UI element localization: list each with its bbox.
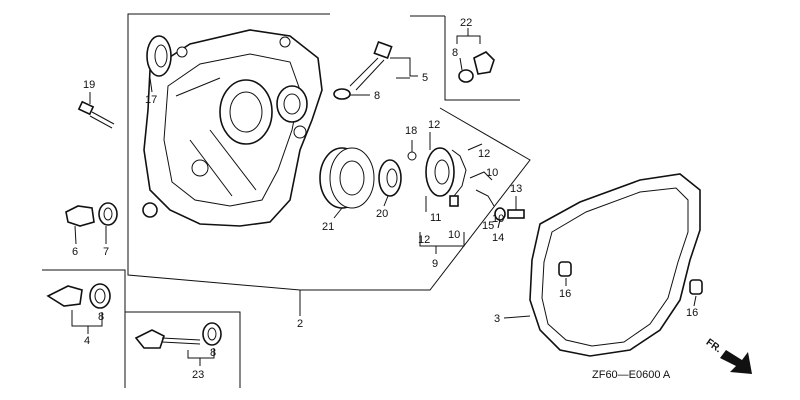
callout-22: 22 [460, 17, 472, 29]
forward-direction-arrow [720, 350, 752, 374]
callout-15: 15 [482, 220, 494, 232]
callout-8-drain: 8 [452, 47, 458, 59]
crankcase-cover [142, 29, 323, 227]
callout-23: 23 [192, 369, 204, 381]
oil-plug-box-frame [410, 15, 520, 101]
callout-7: 7 [103, 246, 109, 258]
callout-8-filler: 8 [374, 90, 380, 102]
dipstick-23 [134, 322, 222, 349]
callout-11: 11 [430, 212, 441, 224]
callout-8-cap: 8 [98, 311, 104, 323]
callout-10-lower: 10 [448, 229, 460, 241]
callout-12-right: 12 [478, 148, 490, 160]
callout-9: 9 [432, 258, 438, 270]
callout-20: 20 [376, 208, 388, 220]
drain-plug-22 [458, 51, 495, 83]
oil-filler-cap-5 [333, 40, 393, 100]
governor-assembly-9 [407, 132, 495, 212]
oil-filler-cap-4 [46, 283, 111, 309]
bolt-19 [77, 100, 115, 129]
callout-3: 3 [494, 313, 500, 325]
callout-10-middle: 10 [492, 213, 504, 225]
callout-16-right: 16 [686, 307, 698, 319]
callout-10-upper: 10 [486, 167, 498, 179]
pin-13 [507, 200, 525, 219]
bearing-20 [378, 159, 402, 197]
callout-2: 2 [297, 318, 303, 330]
dowel-pin-16a [558, 261, 572, 277]
dowel-pin-16b [689, 279, 703, 295]
left-plug-box-frame [42, 269, 126, 312]
leader-lines [71, 28, 697, 366]
plug-6 [65, 205, 95, 227]
callout-6: 6 [72, 246, 78, 258]
callout-16-left: 16 [559, 288, 571, 300]
oil-seal-17 [146, 35, 172, 77]
callout-4: 4 [84, 335, 90, 347]
gasket-3 [529, 173, 701, 357]
callout-12-top: 12 [428, 119, 440, 131]
callout-8-dipstick: 8 [210, 347, 216, 359]
diagram-code: ZF60—E0600 A [592, 369, 671, 381]
callout-14: 14 [492, 232, 504, 244]
callout-19: 19 [83, 79, 95, 91]
forward-direction-label: FR. [704, 337, 724, 355]
dipstick-box-frame [124, 311, 241, 388]
callout-18: 18 [405, 125, 417, 137]
washer-7 [98, 202, 118, 226]
callout-21: 21 [322, 221, 334, 233]
ball-bearing-21 [319, 147, 375, 209]
callout-12-bottom: 12 [418, 234, 430, 246]
callout-17: 17 [145, 94, 157, 106]
callout-5: 5 [422, 72, 428, 84]
callout-13: 13 [510, 183, 522, 195]
